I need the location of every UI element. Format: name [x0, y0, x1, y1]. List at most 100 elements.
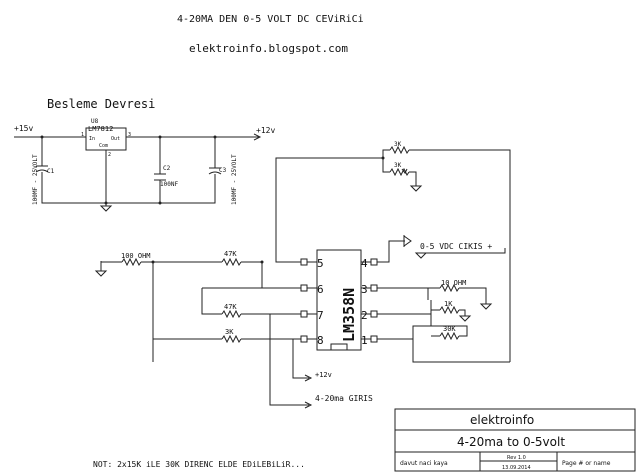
ground-symbol [403, 235, 412, 247]
footer-note: NOT: 2x15K iLE 30K DIRENC ELDE EDiLEBiLi… [93, 460, 305, 469]
ground-arrow [401, 168, 408, 174]
ic-pin-pad [370, 310, 378, 318]
output-label: 0-5 VDC CIKIS + [420, 242, 492, 251]
junction-dot [158, 135, 162, 139]
regulator-pin3: 3 [128, 132, 131, 138]
resistor-zigzag [439, 283, 460, 293]
resistor-zigzag [221, 334, 242, 344]
c1-value: 100MF - 25VOLT [32, 154, 39, 205]
ic-pin-number: 1 [361, 334, 368, 347]
r-1k-wire [431, 309, 466, 316]
regulator-in-label: In [89, 136, 95, 142]
r-top2-value: 3K [394, 162, 402, 169]
ic-notch [330, 343, 348, 351]
ic-pin-number: 5 [317, 257, 324, 270]
pin8-plus12-wire [292, 339, 309, 379]
ic-pin-number: 7 [317, 309, 324, 322]
pin1-loop-wire [412, 339, 510, 363]
ground-symbol [96, 261, 110, 272]
title-block-author: davut naci kaya [400, 460, 448, 467]
resistor-zigzag [221, 257, 242, 267]
ic-pin-pad [370, 284, 378, 292]
pin4-wire [377, 240, 405, 263]
ten-ohm-to-ground [459, 287, 487, 304]
r-1k-value: 1K [444, 300, 453, 308]
r-top1-to-rail [409, 149, 511, 362]
input-label: 4-20ma GIRIS [315, 394, 373, 403]
r-47b-left-wire [201, 288, 222, 315]
ic-pin-pad [300, 284, 308, 292]
plus12-arrow [304, 374, 313, 382]
title-block-company: elektroinfo [470, 413, 534, 427]
junction-dot [40, 135, 44, 139]
c2-value: 100NF [160, 181, 178, 188]
title-block-date: 13.09.2014 [502, 465, 531, 471]
r-top1-value: 3K [394, 141, 402, 148]
ic-pin-number: 8 [317, 334, 324, 347]
c1-plates [35, 165, 49, 173]
r-30k-wire [377, 314, 432, 340]
vout-label: +12v [256, 126, 275, 135]
ic-pin-pad [370, 335, 378, 343]
r-3k-bottom-value: 3K [225, 328, 234, 336]
title-block-title: 4-20ma to 0-5volt [457, 435, 565, 449]
ic-pin-number: 6 [317, 283, 324, 296]
ic-pin-pad [300, 335, 308, 343]
c1-wires [41, 137, 160, 204]
regulator-pin2: 2 [108, 152, 111, 158]
regulator-com-label: Com [99, 143, 108, 149]
ground-symbol [458, 315, 472, 322]
regulator-pin1: 1 [81, 132, 84, 138]
ic-pin-pad [370, 258, 378, 266]
ground-symbol [99, 205, 113, 212]
regulator-ref: U8 [91, 118, 99, 125]
output-wire [421, 248, 506, 254]
ground-symbol [409, 185, 423, 192]
r-100-ohm-value: 100 OHM [121, 252, 151, 260]
r-top2-wire [382, 158, 390, 173]
r-top1-wire [382, 149, 390, 158]
resistor-zigzag [121, 257, 142, 267]
resistor-zigzag [389, 167, 410, 177]
resistor-zigzag [439, 305, 460, 315]
junction-dot [260, 260, 264, 264]
title-block [394, 408, 636, 472]
page-title: 4-20MA DEN 0-5 VOLT DC CEViRiCi [177, 14, 364, 25]
site-url: elektroinfo.blogspot.com [189, 42, 348, 55]
r-30k-value: 30K [443, 325, 456, 333]
c3-value: 100MF - 25VOLT [231, 154, 238, 205]
vin-label: +15v [14, 124, 33, 133]
regulator-out-label: Out [111, 136, 120, 142]
ic-part-label: LM358N [340, 288, 358, 342]
ic-pin-pad [300, 310, 308, 318]
ic-pin-number: 4 [361, 257, 368, 270]
supply-section-title: Besleme Devresi [47, 97, 155, 111]
lm358n-ic [316, 249, 362, 351]
c3-wires [160, 137, 216, 204]
resistor-zigzag [439, 331, 460, 341]
resistor-zigzag [221, 309, 242, 319]
input-wire [269, 314, 309, 406]
title-block-rev: Rev 1.0 [507, 455, 526, 461]
pin5-wire [275, 157, 383, 263]
ground-symbol [479, 303, 493, 310]
ic-pin-number: 2 [361, 309, 368, 322]
r-47k-a-value: 47K [224, 250, 237, 258]
plus12-label: +12v [315, 371, 332, 379]
r-30k-ends [431, 325, 468, 337]
ground-tri [94, 270, 108, 277]
r-top2-to-ground [409, 171, 417, 186]
pin2-wire [377, 300, 432, 315]
junction-dot [151, 260, 155, 264]
ic-left-pins [305, 261, 317, 340]
junction-dot [104, 201, 108, 205]
vout-arrow [253, 133, 262, 141]
r-10-ohm-value: 10 OHM [441, 279, 466, 287]
resistor-zigzag [389, 145, 410, 155]
input-arrow [304, 401, 313, 409]
c1-ref: C1 [47, 168, 55, 175]
ic-pin-pad [300, 258, 308, 266]
ic-pin-number: 3 [361, 283, 368, 296]
ic-right-pins [361, 261, 373, 340]
